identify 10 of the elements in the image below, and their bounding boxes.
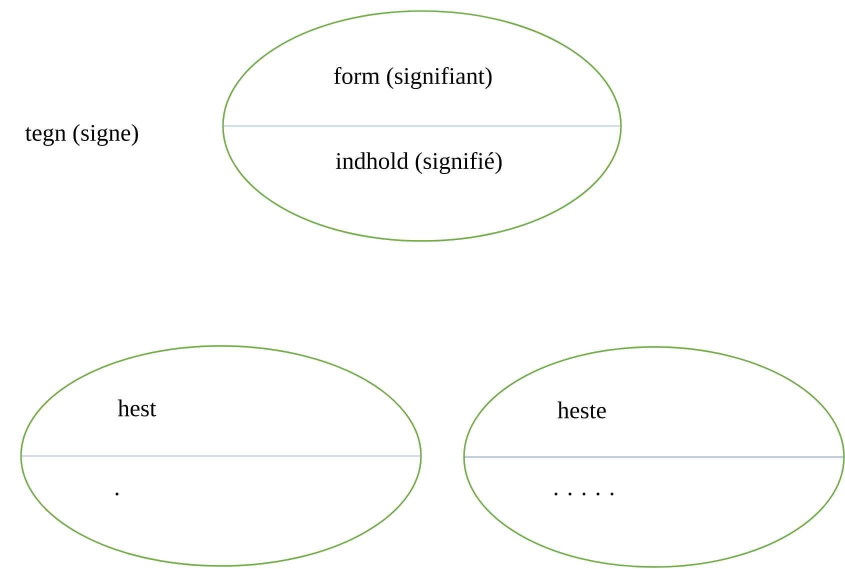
ellipse-text: . . . . .	[554, 492, 614, 496]
ellipse-text: .	[116, 492, 118, 496]
sign-ellipse	[20, 345, 422, 567]
ellipse-text: hest	[118, 400, 156, 416]
ellipse-text: form (signifiant)	[334, 66, 492, 90]
sign-ellipse	[463, 346, 845, 568]
sign-label: tegn (signe)	[25, 124, 138, 146]
ellipse-text: heste	[558, 402, 606, 418]
ellipse-text: indhold (signifié)	[336, 152, 502, 174]
sign-ellipse	[222, 10, 622, 242]
